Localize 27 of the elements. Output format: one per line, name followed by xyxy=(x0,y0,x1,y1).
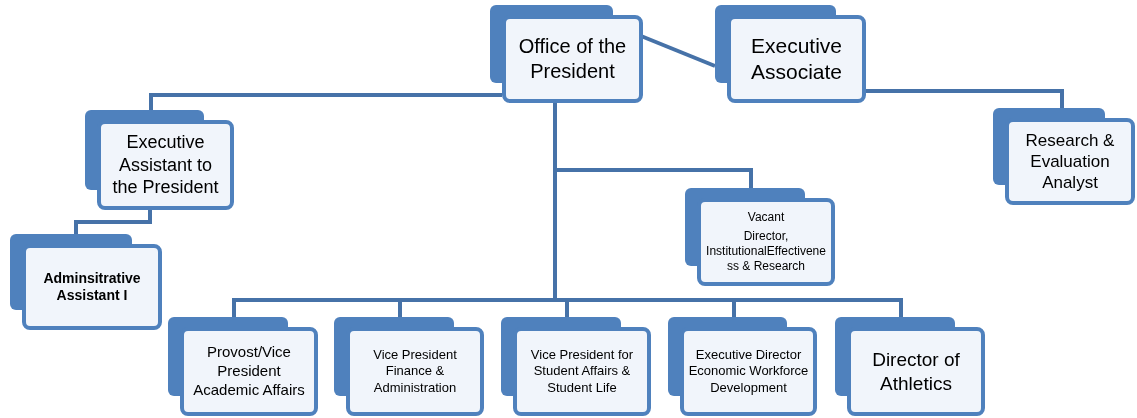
org-box xyxy=(490,5,643,103)
org-box xyxy=(168,317,318,416)
box-text: Executive Associate xyxy=(749,32,843,85)
org-box xyxy=(668,317,817,416)
box-text: Executive Director Economic Workforce Development xyxy=(688,347,809,396)
box-text: Executive Assistant to the President xyxy=(111,131,220,199)
box-text: Vacant xyxy=(747,210,785,225)
org-box xyxy=(835,317,985,416)
box-text: Research & Evaluation Analyst xyxy=(1024,129,1116,194)
org-box xyxy=(10,234,162,330)
box-text: Director, InstitutionalEffectiveness & Research xyxy=(705,229,827,274)
box-text: Adminsitrative Assistant I xyxy=(42,269,142,305)
box-text: Office of the President xyxy=(517,34,628,84)
box-text: Vice President Finance & Administration xyxy=(372,347,458,396)
connector-line xyxy=(553,103,903,317)
org-box xyxy=(685,188,835,286)
org-box xyxy=(993,108,1135,205)
org-box xyxy=(715,5,866,103)
org-box xyxy=(501,317,651,416)
connector-line xyxy=(149,93,502,110)
box-text: Provost/Vice President Academic Affairs xyxy=(192,343,306,400)
org-box xyxy=(334,317,484,416)
connector-line xyxy=(866,89,1064,108)
org-box xyxy=(85,110,234,210)
box-text: Vice President for Student Affairs & Student Life xyxy=(529,347,635,396)
connector-line xyxy=(74,210,152,234)
box-text: Director of Athletics xyxy=(871,347,961,396)
